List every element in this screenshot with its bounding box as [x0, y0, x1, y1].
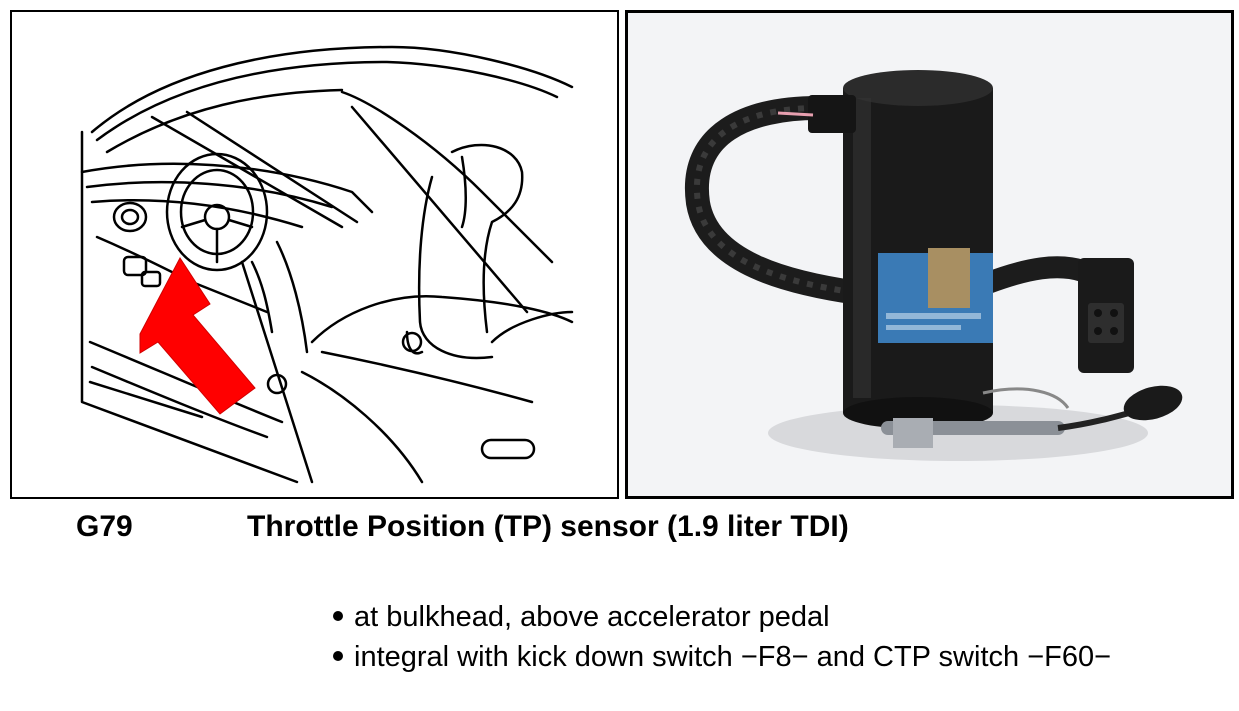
sensor-photo — [625, 10, 1234, 499]
bullet-icon — [333, 611, 343, 621]
location-illustration — [10, 10, 619, 499]
car-interior-drawing — [80, 45, 574, 484]
throttle-sensor-image — [628, 13, 1231, 496]
component-title: Throttle Position (TP) sensor (1.9 liter… — [247, 510, 849, 543]
list-item: integral with kick down switch −F8− and … — [330, 637, 1190, 677]
list-item: at bulkhead, above accelerator pedal — [330, 597, 1190, 637]
component-code: G79 — [76, 510, 133, 543]
location-arrow — [139, 257, 256, 415]
bullet-icon — [333, 651, 343, 661]
notes-list: at bulkhead, above accelerator pedal int… — [330, 597, 1190, 677]
